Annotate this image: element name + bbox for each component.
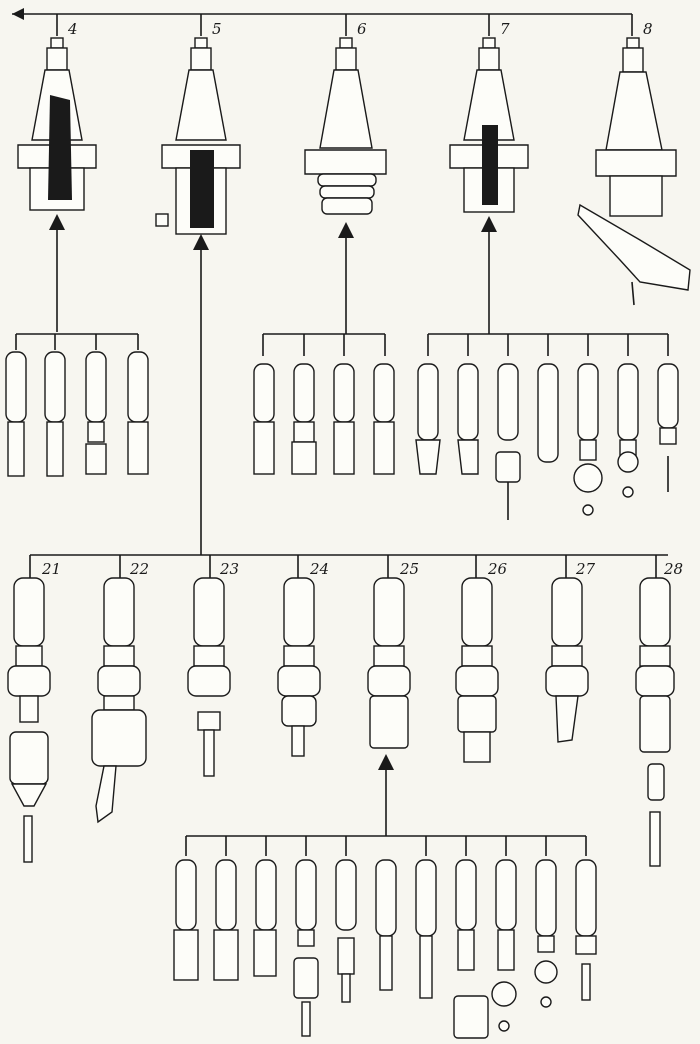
holder-6 [304, 37, 387, 215]
label-4: 4 [67, 20, 78, 38]
cutter-group-6 [253, 333, 395, 475]
holder-5 [155, 37, 241, 235]
cutter-group-7 [415, 333, 679, 520]
label-6: 6 [357, 20, 367, 38]
label-25: 25 [399, 560, 419, 578]
label-22: 22 [129, 560, 149, 578]
adapter-21 [7, 577, 51, 863]
adapter-27 [545, 577, 589, 743]
adapter-22 [91, 577, 147, 824]
holder-8 [577, 37, 691, 306]
holder-7 [449, 37, 529, 213]
top-bus-line [12, 8, 633, 36]
middle-bus-line [29, 554, 668, 578]
label-24: 24 [309, 560, 329, 578]
adapter-23 [187, 577, 231, 777]
label-23: 23 [219, 560, 239, 578]
cutter-group-4 [5, 333, 149, 477]
label-8: 8 [643, 20, 653, 38]
label-27: 27 [575, 560, 596, 578]
adapter-28 [635, 577, 675, 867]
holder-4 [17, 37, 97, 211]
adapter-26 [455, 577, 499, 763]
adapter-24 [277, 577, 321, 757]
label-7: 7 [500, 20, 510, 38]
label-26: 26 [487, 560, 508, 578]
label-21: 21 [41, 560, 61, 578]
label-5: 5 [212, 20, 222, 38]
adapter-25 [367, 577, 411, 749]
cutter-group-25 [173, 835, 597, 1039]
label-28: 28 [663, 560, 683, 578]
